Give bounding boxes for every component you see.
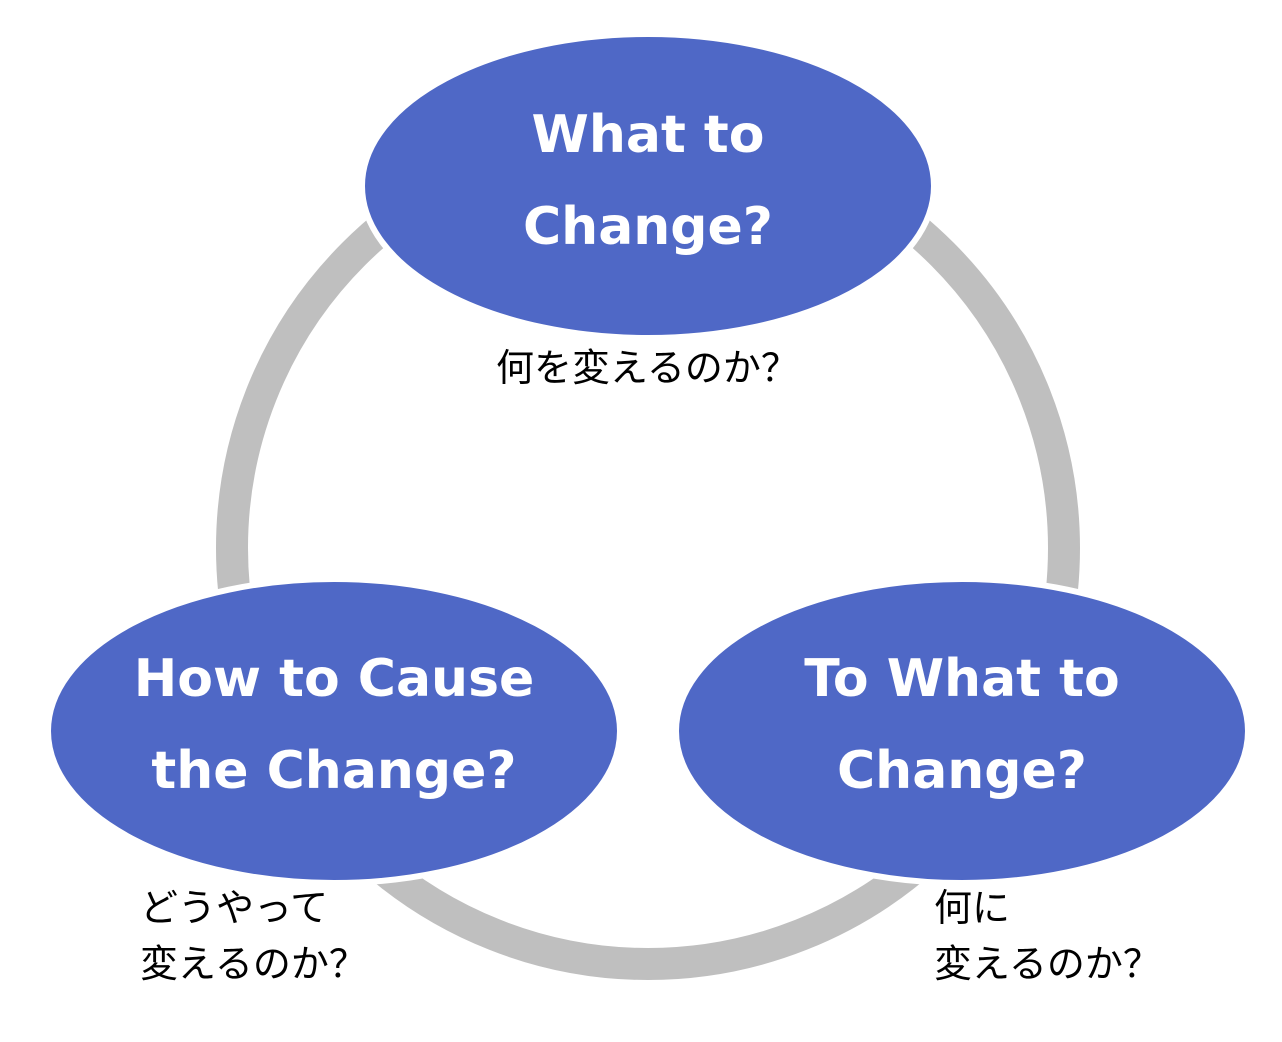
caption-how-line1: どうやって xyxy=(140,886,329,930)
node-how-to-cause: How to Cause the Change? xyxy=(45,576,623,886)
node-to-what-title-line1: To What to xyxy=(804,649,1119,709)
node-what-to-change: What to Change? xyxy=(359,31,937,341)
node-what-title-line2: Change? xyxy=(523,197,773,257)
caption-how-line2: 変えるのか？ xyxy=(140,942,367,986)
caption-what-line1: 何を変えるのか？ xyxy=(496,346,799,390)
node-to-what-ellipse xyxy=(673,576,1251,886)
node-how-title-line1: How to Cause xyxy=(134,649,535,709)
caption-how: どうやって 変えるのか？ xyxy=(140,880,367,992)
node-to-what: To What to Change? xyxy=(673,576,1251,886)
caption-to-what: 何に 変えるのか？ xyxy=(934,880,1161,992)
caption-to-what-line1: 何に xyxy=(934,886,1011,930)
node-how-title-line2: the Change? xyxy=(151,741,516,801)
caption-what: 何を変えるのか？ xyxy=(496,340,799,396)
node-how-ellipse xyxy=(45,576,623,886)
node-what-ellipse xyxy=(359,31,937,341)
node-what-title-line1: What to xyxy=(531,105,764,165)
node-to-what-title-line2: Change? xyxy=(837,741,1087,801)
caption-to-what-line2: 変えるのか？ xyxy=(934,942,1161,986)
